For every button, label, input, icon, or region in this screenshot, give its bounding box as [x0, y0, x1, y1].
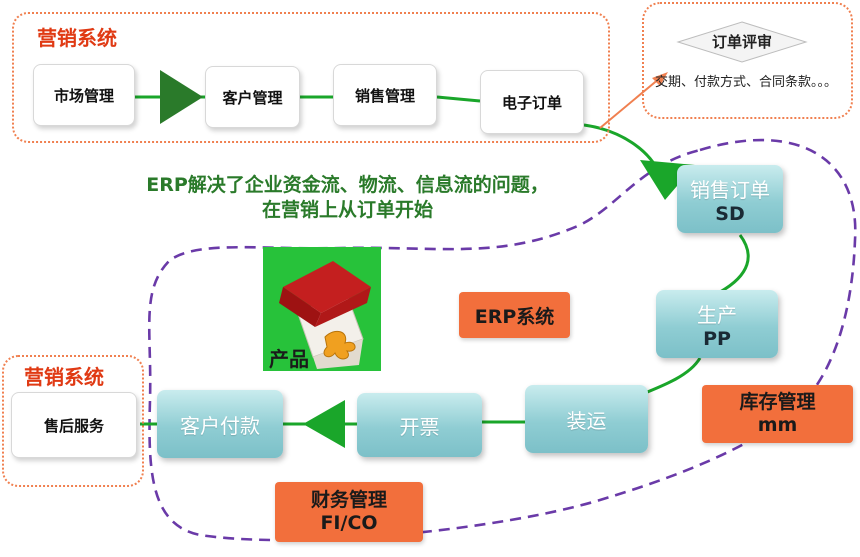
sales-order-name: 销售订单 [690, 177, 770, 202]
erp-headline: ERP解决了企业资金流、物流、信息流的问题， 在营销上从订单开始 [95, 173, 600, 223]
review-arrow-head [652, 72, 668, 86]
box-market-management: 市场管理 [33, 64, 135, 126]
finance-name: 财务管理 [310, 489, 387, 511]
product-gift-image: 产品 [263, 247, 381, 371]
box-electronic-order: 电子订单 [480, 70, 584, 134]
order-review-title: 订单评审 [711, 33, 772, 51]
erp-system-label: ERP系统 [474, 305, 555, 328]
sales-order-code: SD [715, 202, 745, 225]
finance-code: FI/CO [320, 512, 378, 534]
marketing-frame-bottom [2, 355, 144, 487]
production-code: PP [703, 327, 731, 350]
marketing-frame-top [12, 12, 610, 143]
connector-curve [719, 234, 750, 294]
product-label: 产品 [269, 347, 309, 371]
inventory-code: mm [757, 414, 798, 436]
gift-box-icon [279, 261, 371, 369]
inventory-box: 库存管理 mm [702, 385, 853, 443]
box-invoicing: 开票 [357, 393, 482, 457]
headline-line-2: 在营销上从订单开始 [261, 199, 433, 221]
box-customer-payment: 客户付款 [157, 390, 283, 458]
headline-line-1: ERP解决了企业资金流、物流、信息流的问题， [146, 174, 549, 196]
review-diamond-shape [676, 21, 808, 63]
flow-arrow-big [160, 70, 203, 124]
erp-system-box: ERP系统 [459, 292, 570, 338]
inventory-name: 库存管理 [739, 391, 816, 413]
finance-box: 财务管理 FI/CO [275, 482, 423, 542]
connector-curve [639, 357, 702, 397]
box-sales-management: 销售管理 [333, 64, 437, 126]
box-production-pp: 生产 PP [656, 290, 778, 358]
marketing-bottom-title: 营销系统 [24, 365, 104, 389]
production-name: 生产 [697, 302, 737, 327]
customer-payment-label: 客户付款 [180, 413, 260, 438]
order-review-note: 交期、付款方式、合同条款。。。 [655, 75, 838, 90]
box-shipping: 装运 [525, 385, 648, 453]
flow-arrow-big [303, 400, 345, 448]
connector-line [436, 95, 481, 103]
marketing-frame-title: 营销系统 [37, 26, 117, 50]
box-after-sales-service: 售后服务 [11, 392, 137, 458]
review-arrow-line [599, 77, 661, 129]
erp-boundary-dashed-line [147, 138, 857, 542]
box-sales-order-sd: 销售订单 SD [677, 165, 783, 233]
invoicing-label: 开票 [399, 414, 440, 439]
shipping-label: 装运 [566, 408, 607, 433]
order-review-frame [642, 2, 853, 119]
box-customer-management: 客户管理 [205, 66, 300, 128]
